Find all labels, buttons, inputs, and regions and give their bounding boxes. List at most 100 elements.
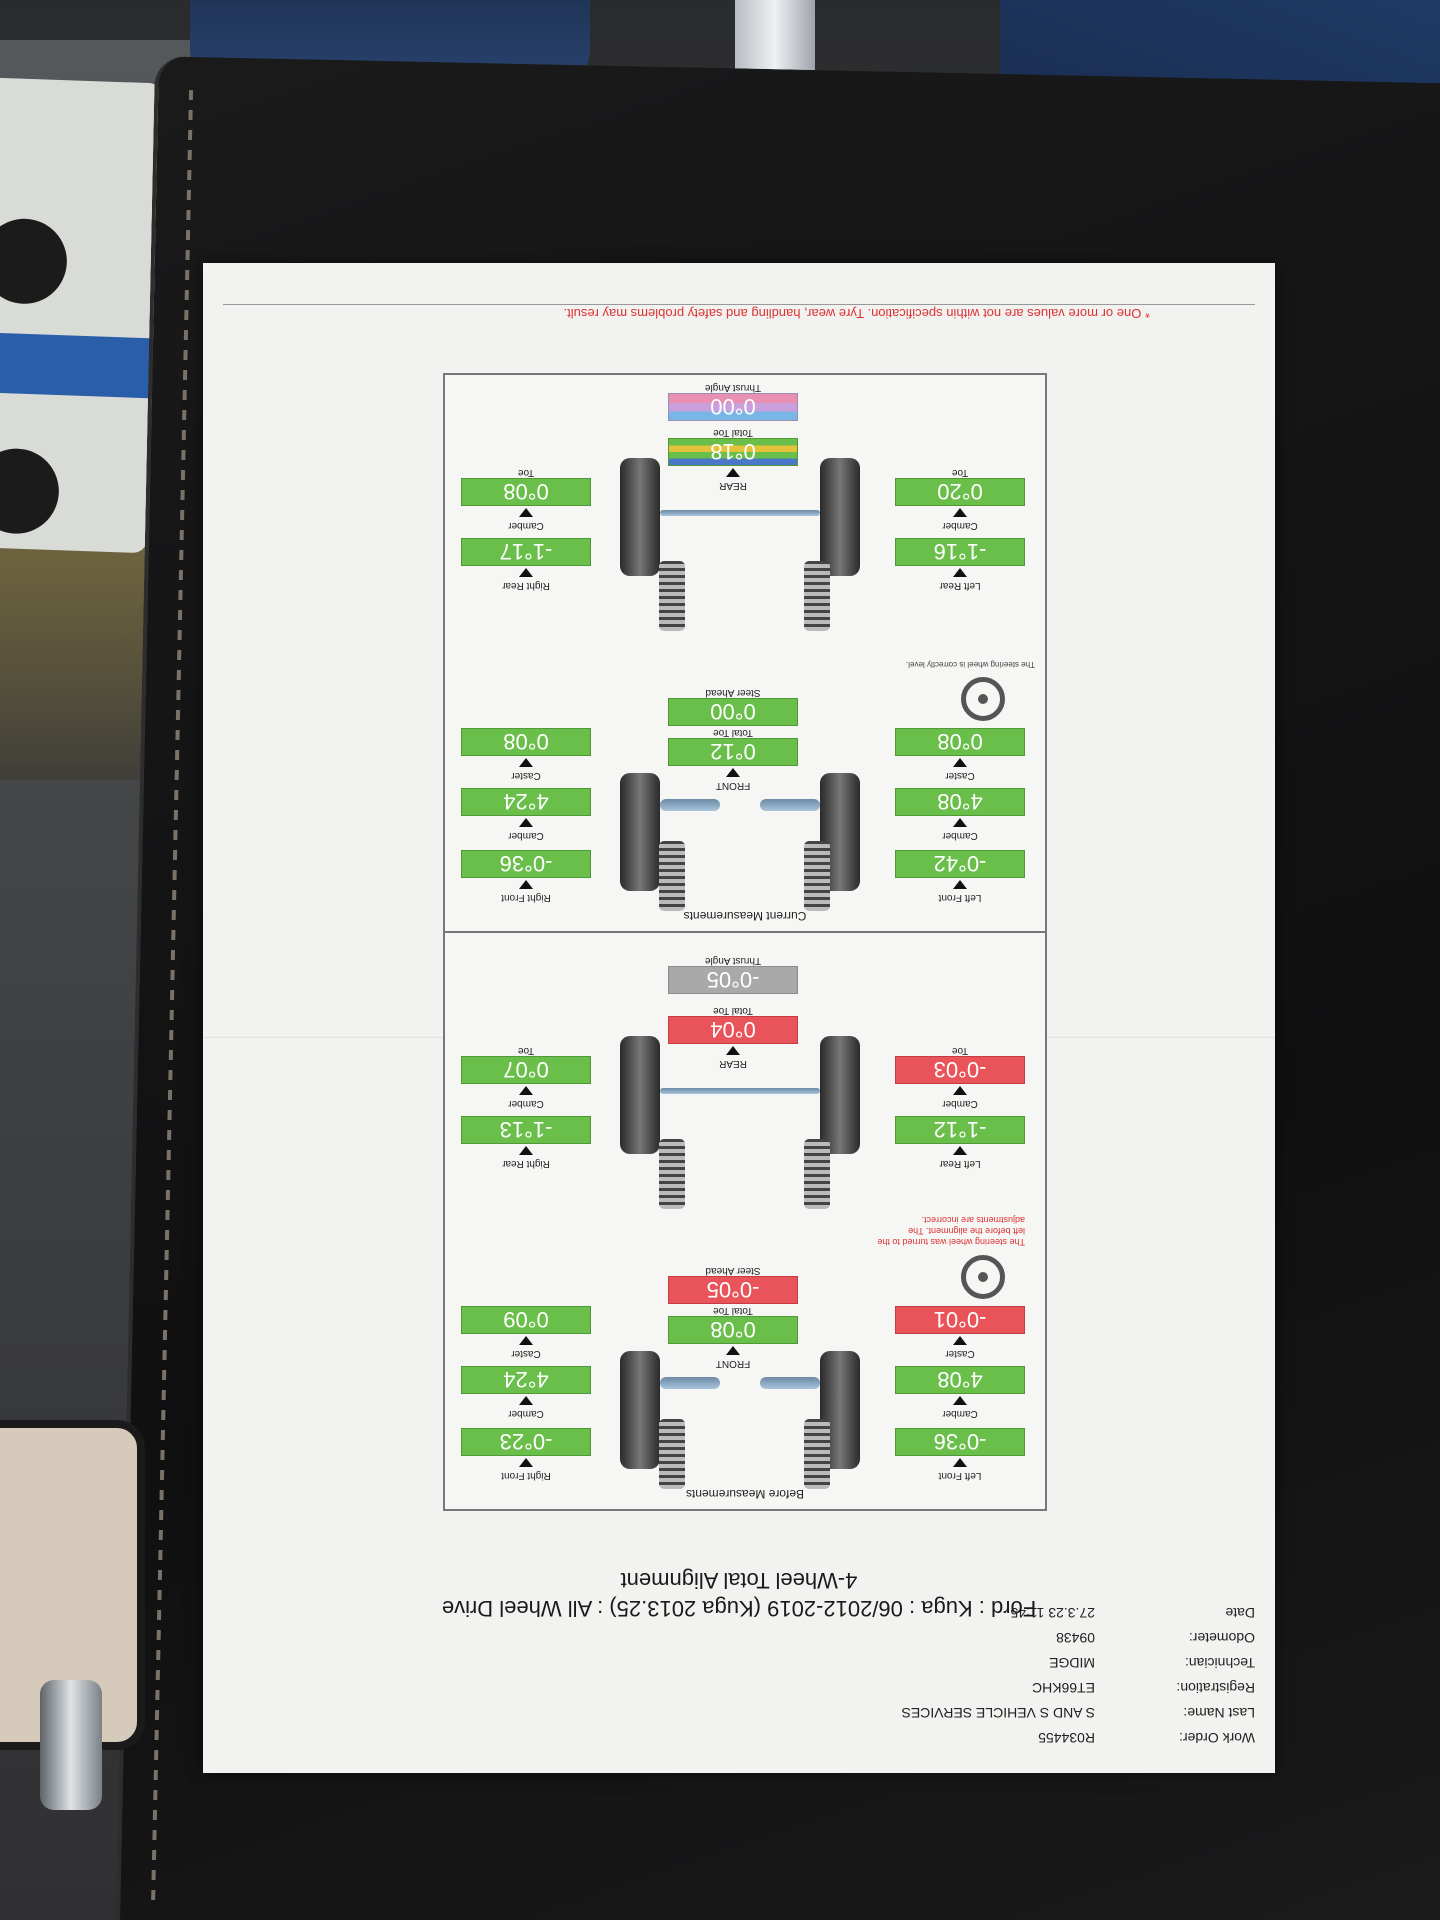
camber-label: Camber bbox=[508, 830, 544, 841]
rear-left-spring bbox=[804, 561, 830, 631]
thrust-angle-value: -0°05 bbox=[668, 966, 798, 994]
camber-label: Camber bbox=[942, 1098, 978, 1109]
caster-label: Camber bbox=[942, 1408, 978, 1419]
caster-label: Camber bbox=[508, 1408, 544, 1419]
rear-right-spring bbox=[659, 1139, 685, 1209]
thrust-angle: 0°00 Thrust Angle bbox=[668, 380, 798, 421]
left-rear-camber: Left Rear -1°12 bbox=[895, 1116, 1025, 1169]
service-title: 4-Wheel Total Alignment bbox=[620, 1568, 858, 1593]
toe-value: 0°08 bbox=[461, 728, 591, 756]
odometer-label: Odometer: bbox=[1188, 1630, 1255, 1647]
caster-value: 4°24 bbox=[461, 788, 591, 816]
camber-label: Camber bbox=[508, 520, 544, 531]
toe-value: 0°09 bbox=[461, 1306, 591, 1334]
toe-value: 0°08 bbox=[895, 728, 1025, 756]
total-toe-value: 0°18 bbox=[668, 438, 798, 466]
front-axle-label: FRONT bbox=[715, 780, 751, 791]
left-front-camber: Left Front -0°42 bbox=[895, 850, 1025, 903]
front-right-wheel bbox=[620, 1351, 660, 1469]
front-left-spring bbox=[804, 841, 830, 911]
odometer-value: 09438 bbox=[1056, 1630, 1095, 1647]
camber-value: -1°16 bbox=[895, 538, 1025, 566]
work-order-value: R034455 bbox=[1038, 1730, 1095, 1747]
left-front-toe: Caster -0°01 bbox=[895, 1306, 1025, 1359]
caster-value: 4°08 bbox=[895, 1366, 1025, 1394]
rear-axle bbox=[660, 510, 820, 516]
wheel-label: Left Rear bbox=[939, 580, 981, 591]
panel-title: Before Measurements bbox=[685, 1487, 805, 1501]
technician-value: MIDGE bbox=[1049, 1655, 1095, 1672]
left-front-toe: Caster 0°08 bbox=[895, 728, 1025, 781]
rear-right-wheel bbox=[620, 458, 660, 576]
caster-label: Caster bbox=[511, 770, 541, 781]
front-right-arm bbox=[660, 1377, 720, 1389]
payment-card bbox=[0, 76, 164, 554]
left-front-caster: Camber 4°08 bbox=[895, 1366, 1025, 1419]
camber-value: -1°17 bbox=[461, 538, 591, 566]
thrust-angle-value: 0°00 bbox=[668, 393, 798, 421]
right-front-caster: Camber 4°24 bbox=[461, 1366, 591, 1419]
toe-value: -0°01 bbox=[895, 1306, 1025, 1334]
rear-left-spring bbox=[804, 1139, 830, 1209]
rear-total-toe: REAR 0°18 Total Toe bbox=[668, 425, 798, 491]
front-right-spring bbox=[659, 841, 685, 911]
steer-ahead: 0°00 Steer Ahead bbox=[668, 685, 798, 726]
front-left-arm bbox=[760, 1377, 820, 1389]
front-right-spring bbox=[659, 1419, 685, 1489]
right-front-toe: Caster 0°08 bbox=[461, 728, 591, 781]
caster-value: 4°08 bbox=[895, 788, 1025, 816]
warning-note: * One or more values are not within spec… bbox=[563, 306, 1151, 321]
thrust-angle: -0°05 Thrust Angle bbox=[668, 953, 798, 994]
total-toe-value: 0°12 bbox=[668, 738, 798, 766]
steer-ahead-value: 0°00 bbox=[668, 698, 798, 726]
steering-wheel-icon bbox=[961, 677, 1005, 721]
toe-value: 0°08 bbox=[461, 478, 591, 506]
wheel-label: Left Front bbox=[938, 1470, 982, 1481]
before-measurements-panel: Before Measurements Left Front -0°36 Cam… bbox=[443, 931, 1047, 1511]
camber-value: -0°36 bbox=[895, 1428, 1025, 1456]
toe-value: 0°07 bbox=[461, 1056, 591, 1084]
front-right-wheel bbox=[620, 773, 660, 891]
total-toe-value: 0°08 bbox=[668, 1316, 798, 1344]
vehicle-title: Ford : Kuga : 06/2012-2019 (Kuga 2013.25… bbox=[441, 1596, 1037, 1621]
front-axle-label: FRONT bbox=[715, 1358, 751, 1369]
toe-value: -0°03 bbox=[895, 1056, 1025, 1084]
caster-value: 4°24 bbox=[461, 1366, 591, 1394]
toe-value: 0°20 bbox=[895, 478, 1025, 506]
total-toe-value: 0°04 bbox=[668, 1016, 798, 1044]
camber-value: -0°23 bbox=[461, 1428, 591, 1456]
front-left-arm bbox=[760, 799, 820, 811]
right-rear-toe: Camber 0°08 Toe bbox=[461, 465, 591, 531]
camber-label: Camber bbox=[942, 520, 978, 531]
front-right-arm bbox=[660, 799, 720, 811]
wheel-label: Right Rear bbox=[502, 580, 550, 591]
left-rear-camber: Left Rear -1°16 bbox=[895, 538, 1025, 591]
wheel-label: Right Rear bbox=[502, 1158, 550, 1169]
right-rear-camber: Right Rear -1°17 bbox=[461, 538, 591, 591]
steer-ahead: -0°05 Steer Ahead bbox=[668, 1263, 798, 1304]
camber-value: -0°36 bbox=[461, 850, 591, 878]
camber-value: -1°12 bbox=[895, 1116, 1025, 1144]
left-front-camber: Left Front -0°36 bbox=[895, 1428, 1025, 1481]
camber-label: Camber bbox=[942, 830, 978, 841]
last-name-value: S AND S VEHICLE SERVICES bbox=[901, 1705, 1095, 1722]
right-rear-toe: Camber 0°07 Toe bbox=[461, 1043, 591, 1109]
camber-value: -0°42 bbox=[895, 850, 1025, 878]
registration-label: Registration: bbox=[1176, 1680, 1255, 1697]
wheel-label: Right Front bbox=[501, 1470, 551, 1481]
wheel-label: Right Front bbox=[501, 892, 551, 903]
steer-note: The steering wheel is correctly level. bbox=[906, 660, 1035, 669]
alignment-printout: Work Order:R034455 Last Name:S AND S VEH… bbox=[203, 263, 1275, 1773]
rear-right-wheel bbox=[620, 1036, 660, 1154]
registration-value: ET66KHC bbox=[1031, 1680, 1095, 1697]
front-left-spring bbox=[804, 1419, 830, 1489]
right-front-caster: Camber 4°24 bbox=[461, 788, 591, 841]
toe-label: Caster bbox=[511, 1348, 541, 1359]
panel-title: Current Measurements bbox=[683, 909, 807, 923]
metal-pen bbox=[40, 1680, 102, 1810]
steer-note: The steering wheel was turned to the lef… bbox=[877, 1215, 1025, 1247]
footer-rule bbox=[223, 304, 1255, 305]
front-total-toe: FRONT 0°12 Total Toe bbox=[668, 725, 798, 791]
front-total-toe: FRONT 0°08 Total Toe bbox=[668, 1303, 798, 1369]
